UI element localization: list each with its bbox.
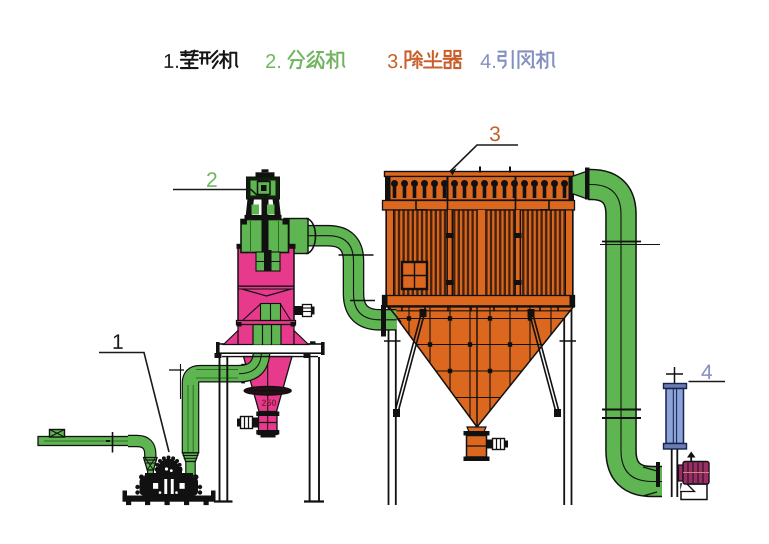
svg-text:3.: 3. bbox=[387, 51, 404, 73]
svg-text:1: 1 bbox=[112, 331, 124, 354]
svg-text:250: 250 bbox=[262, 398, 277, 408]
svg-text:2.: 2. bbox=[265, 51, 282, 73]
svg-text:3: 3 bbox=[489, 123, 501, 146]
svg-text:1.: 1. bbox=[163, 51, 180, 73]
svg-text:4.: 4. bbox=[480, 51, 497, 73]
svg-text:4: 4 bbox=[701, 361, 713, 384]
svg-text:2: 2 bbox=[206, 169, 218, 192]
